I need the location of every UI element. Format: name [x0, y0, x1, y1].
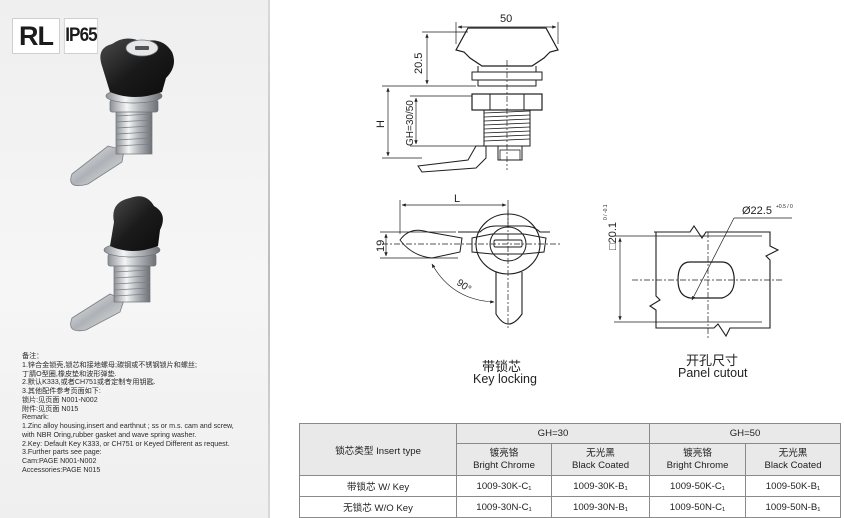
table-row: 无锁芯 W/O Key 1009-30N-C₁ 1009-30N-B₁ 1009… [299, 496, 842, 518]
note-line: 3.其他配件参考页面如下: [22, 387, 101, 395]
ip-rating-badge: IP65 [63, 18, 99, 54]
header-insert-type: 锁芯类型 Insert type [299, 423, 457, 476]
dim-l: L [454, 193, 460, 205]
note-line: Cam:PAGE N001-N002 [22, 457, 97, 465]
product-panel: RL IP65 [0, 0, 268, 518]
product-photo-no-key [70, 196, 163, 332]
note-line: 2.Key: Default Key K333, or CH751 or Key… [22, 439, 230, 448]
note-line: 1.Zinc alloy housing,insert and earthnut… [22, 422, 234, 430]
part-number-cell: 1009-50K-B₁ [745, 475, 842, 497]
dim-19: 19 [375, 240, 387, 252]
note-line: Accessories:PAGE N015 [22, 465, 101, 474]
dim-square-tolerance: 0 / -0.1 [603, 204, 609, 220]
technical-drawing: 50 20.5 H GH=30/50 L 19 90° □20.1 0 / -0… [375, 13, 793, 340]
panel-divider [268, 0, 270, 518]
row-label: 带锁芯 W/ Key [299, 475, 457, 497]
dim-width-50: 50 [500, 13, 512, 25]
note-line: 附件:见页面 N015 [22, 404, 79, 413]
table-row: 带锁芯 W/ Key 1009-30K-C₁ 1009-30K-B₁ 1009-… [299, 475, 842, 497]
dim-head-20-5: 20.5 [413, 53, 425, 74]
row-label: 无锁芯 W/O Key [299, 496, 457, 518]
dim-gh: GH=30/50 [405, 100, 416, 146]
note-line: 丁腈O型圈,橡皮垫和波形弹垫. [22, 369, 117, 378]
note-line: 锁片:见页面 N001-N002 [22, 395, 98, 404]
part-number-cell: 1009-30K-B₁ [550, 475, 651, 497]
part-number-cell: 1009-30K-C₁ [456, 475, 552, 497]
dim-diameter-tolerance: +0.5 / 0 [776, 204, 793, 210]
product-photo-key [70, 38, 174, 187]
note-line: 3.Further parts see page: [22, 448, 102, 457]
dim-diameter-22-5: Ø22.5 [742, 205, 772, 217]
part-number-cell: 1009-30N-C₁ [456, 496, 552, 518]
note-line: Remark: [22, 413, 49, 422]
header-gh-50: GH=50 [649, 423, 842, 444]
series-badge: RL [12, 18, 60, 54]
note-line: with NBR Oring,rubber gasket and wave sp… [22, 430, 197, 439]
part-number-cell: 1009-50N-C₁ [649, 496, 747, 518]
remarks-notes: 备注： 1.锌合金锁壳,锁芯和接地螺母;碳钢或不锈钢锁片和螺丝; 丁腈O型圈,橡… [22, 352, 266, 475]
caption-key-locking-cn: 带锁芯 [482, 359, 522, 374]
header-gh-30: GH=30 [455, 423, 651, 444]
note-line: 备注： [22, 352, 44, 360]
caption-panel-cutout-en: Panel cutout [678, 366, 748, 380]
part-number-cell: 1009-30N-B₁ [550, 496, 651, 518]
note-line: 1.锌合金锁壳,锁芯和接地螺母;碳钢或不锈钢锁片和螺丝; [22, 360, 197, 369]
part-number-cell: 1009-50K-C₁ [649, 475, 747, 497]
part-number-cell: 1009-50N-B₁ [745, 496, 842, 518]
caption-key-locking-en: Key locking [473, 372, 537, 386]
dim-angle-90: 90° [454, 277, 473, 295]
dim-h: H [375, 120, 387, 128]
caption-panel-cutout-cn: 开孔尺寸 [686, 353, 739, 368]
note-line: 2.默认K333,或者CH751或者定制专用钥匙. [22, 378, 156, 387]
dim-square-20-1: □20.1 [607, 222, 619, 250]
